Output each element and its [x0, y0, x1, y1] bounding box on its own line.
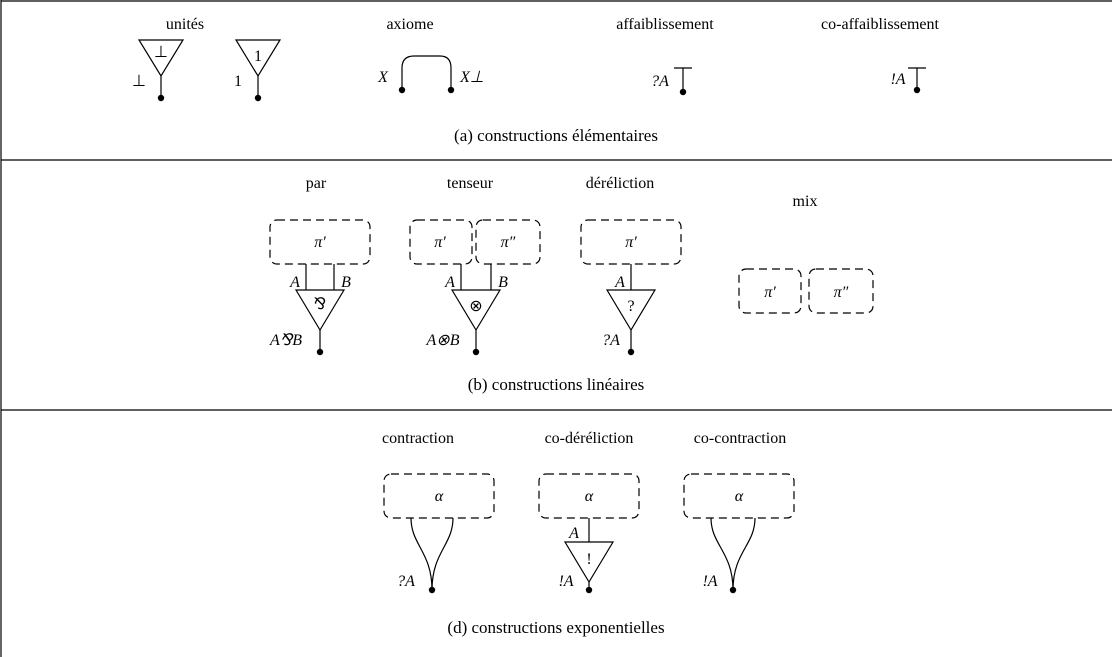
contraction-proof-box	[383, 473, 495, 519]
par-premise-a: A	[289, 274, 300, 291]
cocontraction-wire-right	[732, 517, 756, 591]
port-dot	[447, 86, 455, 94]
cocontraction-proof-box	[683, 473, 795, 519]
tensor-proof-box-1	[409, 219, 473, 265]
port-dot	[679, 88, 687, 96]
label-par: par	[306, 175, 327, 192]
codereliction-premise-a: A	[568, 525, 579, 542]
contraction-box-label: α	[435, 488, 444, 505]
label-weakening: affaiblissement	[616, 16, 714, 33]
panel-b: par tenseur déréliction mix π′ ⅋ A B A⅋B…	[269, 175, 874, 394]
one-triangle	[234, 39, 282, 78]
label-units: unités	[166, 16, 204, 33]
dereliction-conclusion: ?A	[602, 332, 620, 349]
label-codereliction: co-déréliction	[545, 430, 634, 447]
panel-d: contraction co-déréliction co-contractio…	[382, 430, 795, 637]
cocontraction-wire-left	[710, 517, 734, 591]
coweakening-node: !A	[890, 67, 926, 94]
label-axiom: axiome	[386, 16, 433, 33]
dereliction-triangle	[605, 289, 657, 332]
caption-a: (a) constructions élémentaires	[454, 126, 658, 145]
port-dot	[254, 94, 262, 102]
contraction-conclusion: ?A	[397, 573, 415, 590]
bot-symbol: ⊥	[154, 44, 168, 61]
mix-box1-label: π′	[764, 284, 776, 301]
port-dot	[316, 348, 324, 356]
one-formula: 1	[234, 73, 242, 90]
codereliction-construction: α ! A !A	[538, 473, 640, 594]
contraction-construction: α ?A	[383, 473, 495, 594]
mix-construction: π′ π″	[738, 268, 874, 314]
codereliction-conclusion: !A	[558, 573, 573, 590]
tensor-premise-a: A	[444, 274, 455, 291]
tensor-triangle	[450, 289, 502, 332]
par-premise-b: B	[341, 274, 351, 291]
tensor-construction: π′ π″ ⊗ A B A⊗B	[409, 219, 541, 356]
caption-b: (b) constructions linéaires	[468, 375, 645, 394]
tensor-premise-b: B	[498, 274, 508, 291]
label-mix: mix	[793, 193, 818, 210]
port-dot	[428, 586, 436, 594]
label-cocontraction: co-contraction	[694, 430, 786, 447]
dereliction-proof-box	[580, 219, 682, 265]
caption-d: (d) constructions exponentielles	[447, 618, 664, 637]
par-symbol: ⅋	[314, 296, 326, 313]
axiom-link: X X⊥	[377, 55, 484, 94]
label-tensor: tenseur	[447, 175, 494, 192]
one-symbol: 1	[254, 48, 262, 65]
cocontraction-box-label: α	[735, 488, 744, 505]
bot-unit-node: ⊥ ⊥	[132, 39, 185, 102]
tensor-box2-label: π″	[501, 234, 516, 251]
bot-triangle	[137, 39, 185, 78]
weakening-formula: ?A	[651, 73, 669, 90]
par-conclusion: A⅋B	[269, 332, 302, 349]
bot-formula: ⊥	[132, 73, 146, 90]
dereliction-symbol: ?	[627, 298, 634, 315]
label-dereliction: déréliction	[586, 175, 654, 192]
tensor-box1-label: π′	[434, 234, 446, 251]
label-contraction: contraction	[382, 430, 454, 447]
mix-box2-label: π″	[834, 284, 849, 301]
par-triangle	[294, 289, 346, 332]
dereliction-premise-a: A	[614, 274, 625, 291]
mix-proof-box-1	[738, 268, 802, 314]
cocontraction-construction: α !A	[683, 473, 795, 594]
par-proof-box	[269, 219, 371, 265]
tensor-conclusion: A⊗B	[426, 332, 460, 349]
port-dot	[398, 86, 406, 94]
dereliction-box-label: π′	[625, 234, 637, 251]
port-dot	[913, 86, 921, 94]
port-dot	[627, 348, 635, 356]
one-unit-node: 1 1	[234, 39, 282, 102]
weakening-node: ?A	[651, 67, 692, 96]
tensor-symbol: ⊗	[469, 298, 482, 315]
par-box-label: π′	[314, 234, 326, 251]
port-dot	[585, 586, 593, 594]
axiom-left-formula: X	[377, 69, 389, 86]
dereliction-construction: π′ ? A ?A	[580, 219, 682, 356]
contraction-wire-right	[431, 517, 454, 591]
cocontraction-conclusion: !A	[702, 573, 717, 590]
codereliction-triangle	[563, 541, 615, 584]
codereliction-proof-box	[538, 473, 640, 519]
port-dot	[157, 94, 165, 102]
contraction-wire-left	[410, 517, 433, 591]
port-dot	[472, 348, 480, 356]
label-coweakening: co-affaiblissement	[821, 16, 939, 33]
codereliction-box-label: α	[585, 488, 594, 505]
par-construction: π′ ⅋ A B A⅋B	[269, 219, 371, 356]
panel-a: unités axiome affaiblissement co-affaibl…	[132, 16, 939, 145]
axiom-right-formula: X⊥	[459, 69, 484, 86]
codereliction-symbol: !	[586, 551, 591, 568]
port-dot	[729, 586, 737, 594]
coweakening-formula: !A	[890, 71, 905, 88]
